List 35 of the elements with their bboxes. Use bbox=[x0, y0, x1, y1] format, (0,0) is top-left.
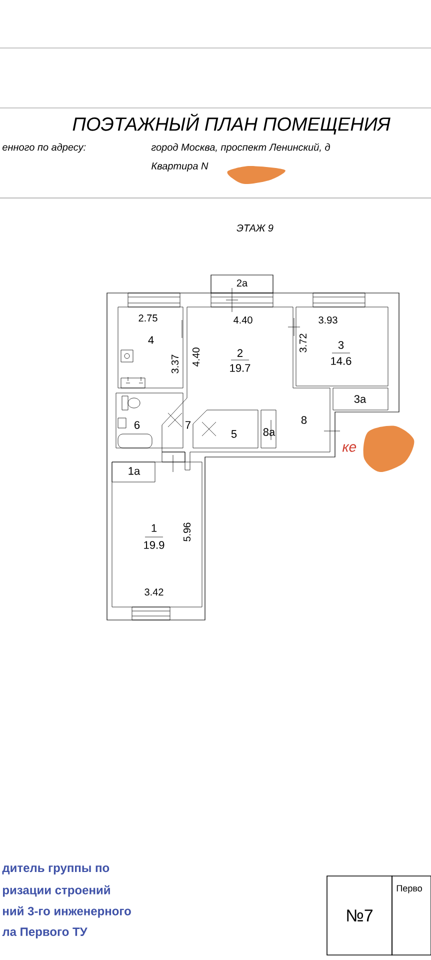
room-number: 3a bbox=[354, 395, 366, 403]
room-number: 1 bbox=[152, 524, 157, 532]
room-number: 8 bbox=[301, 416, 307, 424]
dimension-label: 4.40 bbox=[234, 316, 252, 324]
room-number: 6 bbox=[134, 421, 140, 429]
room-number: 3 bbox=[338, 341, 344, 349]
stamp-cell: №7 bbox=[326, 876, 392, 956]
room-number: 2a bbox=[236, 279, 248, 287]
address-text: город Москва, проспект Ленинский, д bbox=[151, 143, 330, 153]
stamp-text: дитель группы по bbox=[2, 866, 110, 874]
room-number: 4 bbox=[148, 336, 154, 344]
stamp-text: ний 3-го инженерного bbox=[3, 906, 131, 918]
area-label: 19.9 bbox=[144, 541, 164, 549]
room-number: 7 bbox=[186, 421, 190, 429]
room-number: 5 bbox=[231, 430, 237, 438]
area-label: 19.7 bbox=[230, 364, 250, 372]
stamp-cell: Перво bbox=[392, 876, 431, 956]
dimension-label: 2.75 bbox=[138, 314, 158, 322]
area-label: 14.6 bbox=[331, 357, 352, 365]
address-text: Квартира N bbox=[152, 162, 208, 172]
floor-label: ЭТАЖ 9 bbox=[236, 224, 274, 232]
dimension-label: 5.96 bbox=[183, 522, 191, 542]
stamp-text: ла Первого ТУ bbox=[2, 928, 88, 938]
dimension-label: 3.42 bbox=[144, 588, 164, 596]
room-number: 8a bbox=[263, 428, 276, 436]
dimension-label: 3.37 bbox=[171, 354, 179, 374]
handwritten-text: ке bbox=[342, 444, 356, 452]
dimension-label: 3.72 bbox=[299, 334, 307, 352]
dimension-label: 3.93 bbox=[318, 316, 338, 324]
room-number: 2 bbox=[238, 349, 242, 357]
dimension-label: 4.40 bbox=[192, 348, 200, 366]
title: ПОЭТАЖНЫЙ ПЛАН ПОМЕЩЕНИЯ bbox=[72, 114, 390, 134]
room-number: 1a bbox=[128, 467, 140, 475]
stamp-text: ризации строений bbox=[2, 885, 110, 897]
address-text: енного по адресу: bbox=[2, 143, 86, 153]
